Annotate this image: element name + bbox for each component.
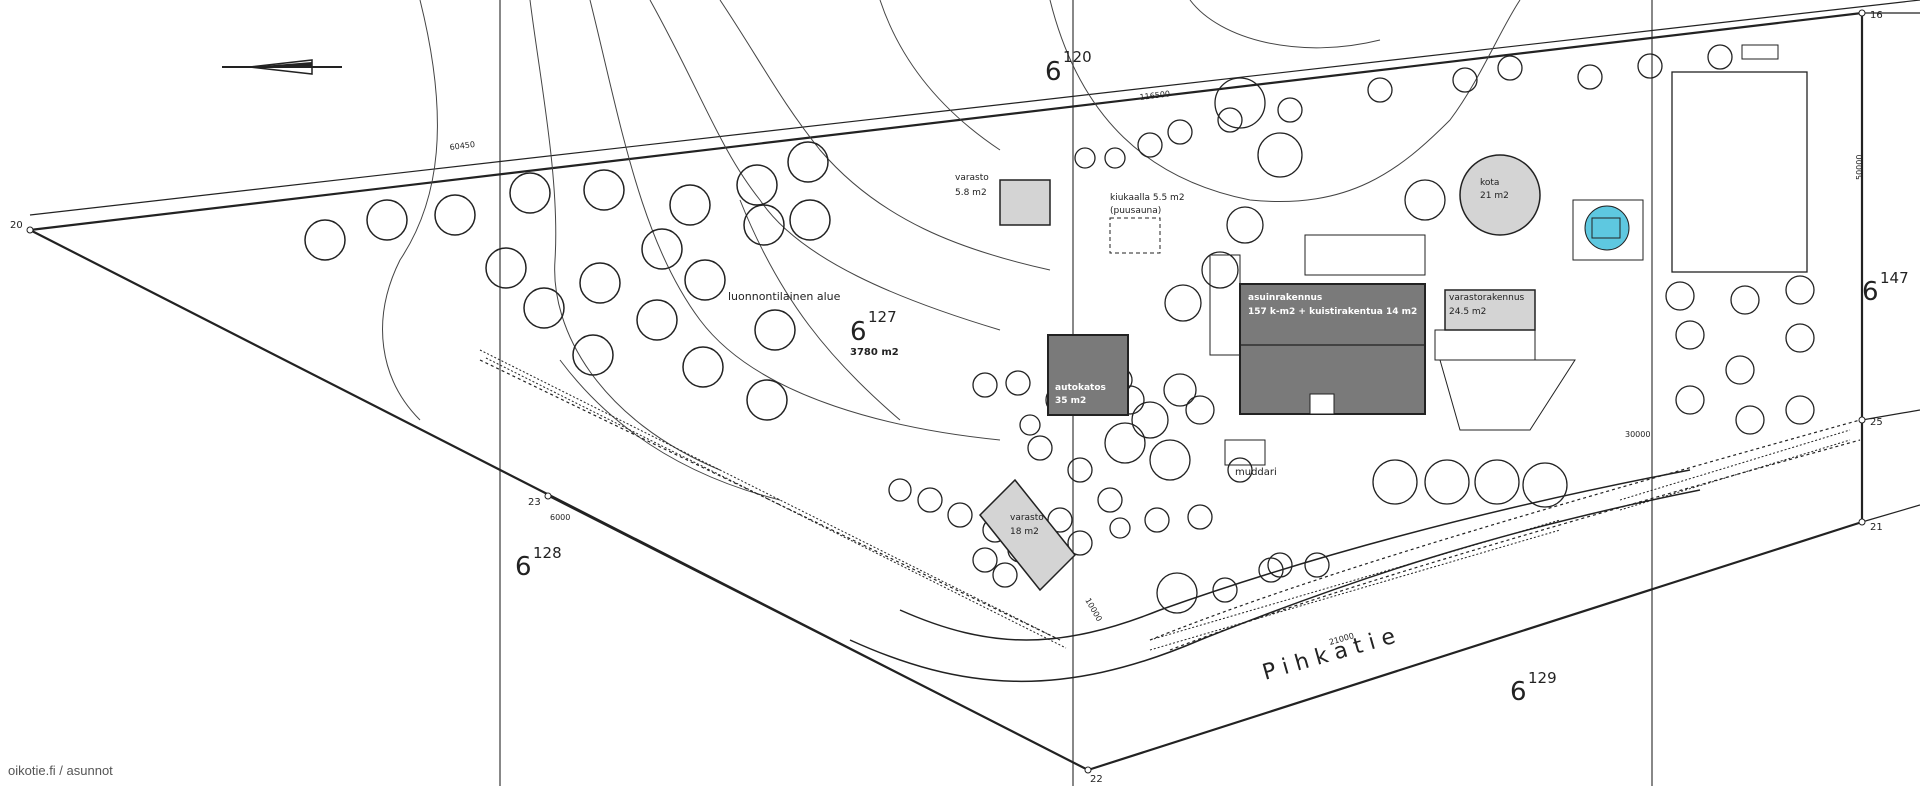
parcel-label-p120: 6 120 [1045, 48, 1092, 87]
shed-area: 5.8 m2 [955, 188, 987, 198]
annex-area: 24.5 m2 [1449, 307, 1486, 317]
building-storage: varasto 18 m2 [978, 478, 1077, 592]
kuiva-label: muddari [1235, 467, 1277, 478]
svg-text:6: 6 [1862, 277, 1879, 307]
parcel-area-label: 3780 m2 [850, 347, 899, 358]
main-building-name: asuinrakennus [1248, 293, 1322, 303]
shed-name: varasto [955, 173, 989, 183]
pavilion-name: kota [1480, 178, 1499, 188]
dimension-3: 50000 [1855, 155, 1864, 180]
north-arrow-icon [222, 59, 342, 75]
parcel-label-p147: 6 147 [1862, 269, 1909, 307]
storage-name: varasto [1010, 513, 1044, 523]
road-pihkatie [479, 359, 1861, 682]
tree-symbols-yard [888, 44, 1815, 614]
svg-text:147: 147 [1880, 269, 1909, 287]
building-annex: varastorakennus 24.5 m2 [1444, 289, 1536, 331]
parcel-label-p127: 6 127 [850, 308, 897, 347]
building-garage: autokatos 35 m2 [1047, 334, 1129, 416]
corner-label-20: 20 [10, 220, 23, 231]
building-pavilion: kota 21 m2 [1459, 154, 1541, 236]
sauna-label: kiukaalla 5.5 m2 [1110, 193, 1185, 203]
svg-text:120: 120 [1063, 48, 1092, 66]
contour-lines [382, 0, 1521, 501]
svg-text:6: 6 [1045, 57, 1062, 87]
terrace [1209, 234, 1576, 466]
sauna-footprint [1109, 217, 1161, 254]
parcel-boundary [26, 0, 1920, 774]
parcel-label-p128: 6 128 [515, 544, 562, 582]
corner-label-25: 25 [1870, 417, 1883, 428]
corner-label-22: 22 [1090, 774, 1103, 785]
forest-area-label: luonnontilainen alue [728, 290, 841, 303]
sauna-sub-label: (puusauna) [1110, 206, 1161, 216]
garage-area: 35 m2 [1055, 396, 1086, 406]
watermark-text: oikotie.fi / asunnot [8, 763, 113, 778]
building-shed: varasto 5.8 m2 [955, 173, 1051, 226]
corner-label-21: 21 [1870, 522, 1883, 533]
svg-text:129: 129 [1528, 669, 1557, 687]
corner-label-23: 23 [528, 497, 541, 508]
main-building-area: 157 k-m2 + kuistirakentua 14 m2 [1248, 307, 1417, 317]
hedge-lines [479, 349, 1851, 651]
dimension-5: 116500 [1139, 89, 1170, 102]
storage-area: 18 m2 [1010, 527, 1039, 537]
svg-text:6: 6 [515, 552, 532, 582]
svg-text:6: 6 [850, 317, 867, 347]
tree-symbols-forest [304, 141, 831, 421]
pavilion-area: 21 m2 [1480, 191, 1509, 201]
parcel-label-p129: 6 129 [1510, 669, 1557, 707]
svg-text:6: 6 [1510, 677, 1527, 707]
garage-name: autokatos [1055, 383, 1106, 393]
pool [1572, 199, 1644, 261]
svg-text:127: 127 [868, 308, 897, 326]
building-main: asuinrakennus 157 k-m2 + kuistirakentua … [1239, 283, 1426, 415]
annex-name: varastorakennus [1449, 293, 1525, 303]
dimension-7: 6000 [550, 513, 570, 522]
svg-text:128: 128 [533, 544, 562, 562]
outbuilding-east [1671, 44, 1808, 273]
dimension-1: 30000 [1625, 430, 1650, 439]
dimension-6: 10000 [1083, 597, 1104, 624]
corner-label-16: 16 [1870, 10, 1883, 21]
dimension-4: 60450 [449, 140, 475, 152]
